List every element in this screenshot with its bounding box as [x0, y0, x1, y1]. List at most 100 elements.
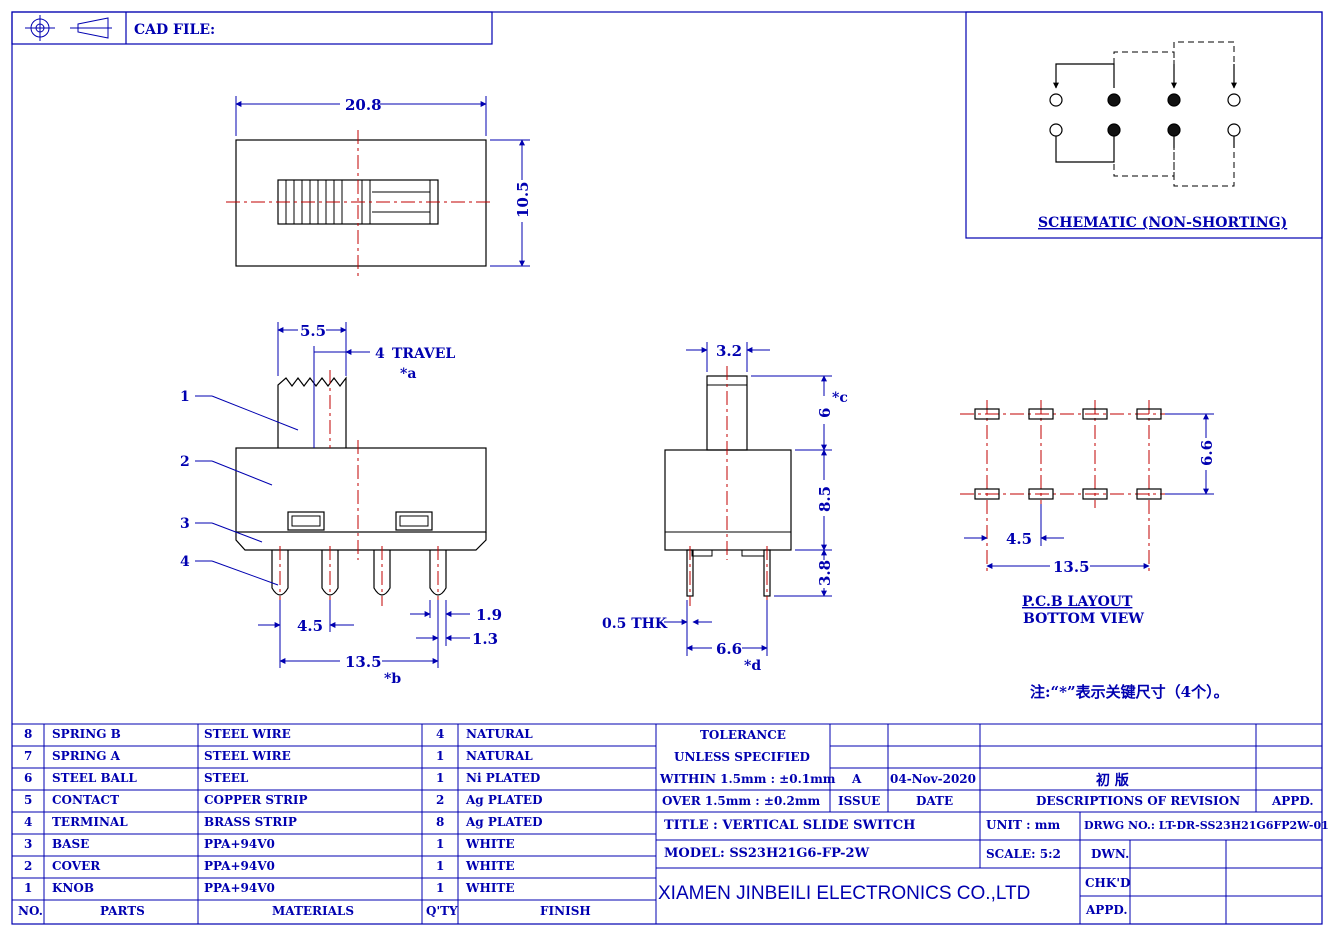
side-body [664, 449, 792, 551]
bom-cell-part: KNOB [52, 881, 94, 895]
side-knob-note: *c [832, 390, 848, 406]
side-pin-span-note: *d [744, 658, 761, 674]
side-knob-height-dim: 6 [816, 408, 834, 418]
bom-cell-part: CONTACT [52, 793, 120, 807]
side-body-height-dim: 8.5 [816, 486, 834, 512]
tolerance-title: TOLERANCE [700, 728, 786, 742]
pcb-layout: 6.6 4.5 13.5 P.C.B LAYOUT BOTTOM VIEW [960, 400, 1216, 627]
travel-label: TRAVEL [392, 346, 455, 362]
top-height-dim: 10.5 [514, 181, 532, 218]
contact-closed-icon [1167, 123, 1181, 137]
pitch-dim: 4.5 [297, 617, 323, 635]
drwg-no-field: DRWG NO.: LT-DR-SS23H21G6FP2W-01 [1084, 819, 1329, 832]
bom-header-no: NO. [18, 904, 43, 918]
drawing-frame [11, 11, 1323, 925]
top-view-body [235, 139, 487, 267]
schematic: SCHEMATIC (NON-SHORTING) [965, 11, 1323, 239]
bom-cell-part: BASE [52, 837, 90, 851]
key-dimension-note: 注:“*”表示关键尺寸（4个）。 [1030, 683, 1229, 701]
bom-cell-material: PPA+94V0 [204, 859, 275, 873]
pcb-span-dim: 13.5 [1053, 558, 1090, 576]
bom-cell-qty: 1 [436, 859, 445, 873]
bom-cell-material: PPA+94V0 [204, 881, 275, 895]
top-view: 20.8 10.5 [226, 96, 532, 276]
travel-value: 4 [375, 346, 385, 362]
dwn-label: DWN. [1091, 847, 1130, 861]
bom-cell-finish: Ag PLATED [466, 815, 543, 829]
bom-cell-part: COVER [52, 859, 101, 873]
bom-cell-no: 6 [24, 771, 33, 785]
bom-cell-material: STEEL WIRE [204, 749, 291, 763]
projection-symbol-icon [25, 15, 112, 41]
title-block-grid [656, 724, 1322, 924]
callout-4: 4 [180, 554, 190, 570]
schematic-title: SCHEMATIC (NON-SHORTING) [1038, 215, 1287, 231]
appd-label: APPD. [1272, 794, 1314, 808]
bom-cell-qty: 1 [436, 749, 445, 763]
tolerance-over: OVER 1.5mm : ±0.2mm [662, 794, 821, 808]
revision-value: 初 版 [1096, 773, 1129, 789]
bom-cell-material: STEEL [204, 771, 249, 785]
bom-cell-qty: 8 [436, 815, 445, 829]
thickness-label: 0.5 THK [602, 616, 668, 632]
bom-cell-material: PPA+94V0 [204, 837, 275, 851]
bom-cell-no: 3 [24, 837, 33, 851]
bom-table [12, 723, 1322, 924]
span-dim: 13.5 [345, 653, 382, 671]
tolerance-within: WITHIN 1.5mm : ±0.1mm [660, 772, 836, 786]
bom-cell-no: 7 [24, 749, 33, 763]
callout-3: 3 [180, 516, 190, 532]
bom-header-material: MATERIALS [272, 904, 355, 918]
bom-cell-finish: WHITE [466, 881, 515, 895]
bom-header-part: PARTS [100, 904, 145, 918]
appd-sign-label: APPD. [1086, 903, 1128, 917]
issue-value: A [852, 772, 862, 786]
front-view: 1 2 3 4 5.5 4 TRAVEL [180, 322, 502, 687]
side-view: 3.2 6 *c 8.5 3.8 0.5 THK 6.6 *d [602, 342, 848, 674]
bom-cell-qty: 4 [436, 727, 445, 741]
issue-label: ISSUE [838, 794, 881, 808]
side-pin-length-dim: 3.8 [816, 560, 834, 586]
pcb-title: P.C.B LAYOUT [1022, 594, 1133, 610]
bom-cell-no: 2 [24, 859, 33, 873]
contact-closed-icon [1167, 93, 1181, 107]
cad-file-label: CAD FILE: [134, 22, 215, 38]
travel-note: *a [400, 366, 416, 382]
bom-cell-part: SPRING B [52, 727, 121, 741]
front-knob [277, 376, 347, 448]
bom-cell-material: COPPER STRIP [204, 793, 308, 807]
bom-cell-qty: 1 [436, 771, 445, 785]
bom-cell-no: 5 [24, 793, 33, 807]
pcb-pads [974, 408, 1162, 500]
top-width-dim: 20.8 [345, 96, 382, 114]
front-body [235, 447, 487, 533]
bom-cell-part: SPRING A [52, 749, 120, 763]
bom-cell-no: 8 [24, 727, 33, 741]
bom-header-qty: Q'TY [426, 904, 458, 918]
pin-width-dim: 1.9 [476, 606, 502, 624]
side-pin-span-dim: 6.6 [716, 640, 742, 658]
drawing-title: TITLE : VERTICAL SLIDE SWITCH [664, 818, 916, 833]
bom-cell-material: BRASS STRIP [204, 815, 297, 829]
span-note: *b [384, 671, 401, 687]
callout-1: 1 [180, 389, 190, 405]
contact-open-icon [1227, 123, 1241, 137]
front-window-right [395, 511, 433, 531]
bom-cell-finish: NATURAL [466, 749, 533, 763]
contact-closed-icon [1107, 93, 1121, 107]
bom-cell-finish: NATURAL [466, 727, 533, 741]
side-knob-width-dim: 3.2 [716, 342, 742, 360]
bom-cell-no: 1 [24, 881, 33, 895]
contact-open-icon [1049, 93, 1063, 107]
model-field: MODEL: SS23H21G6-FP-2W [664, 846, 870, 861]
company-name: XIAMEN JINBEILI ELECTRONICS CO.,LTD [658, 883, 1031, 904]
bom-cell-finish: WHITE [466, 837, 515, 851]
bom-header-finish: FINISH [540, 904, 591, 918]
scale-field: SCALE: 5:2 [986, 847, 1061, 861]
tolerance-sub: UNLESS SPECIFIED [674, 750, 810, 764]
contact-open-icon [1049, 123, 1063, 137]
contact-closed-icon [1107, 123, 1121, 137]
bom-cell-part: STEEL BALL [52, 771, 137, 785]
